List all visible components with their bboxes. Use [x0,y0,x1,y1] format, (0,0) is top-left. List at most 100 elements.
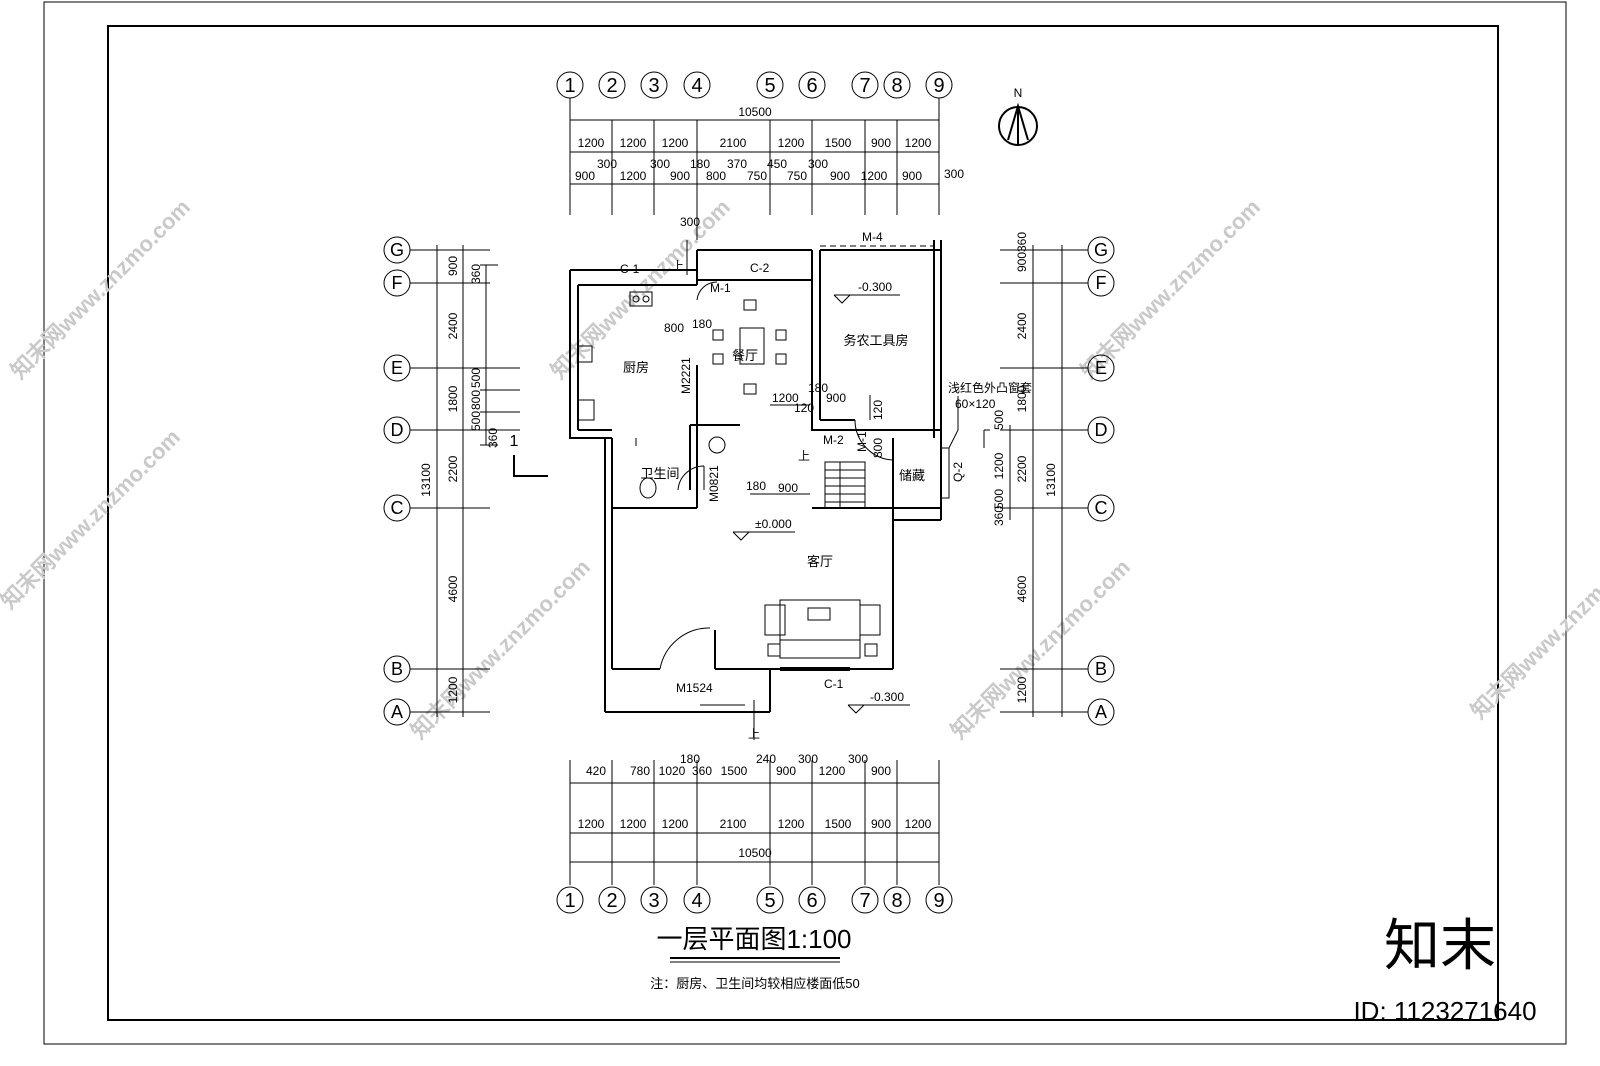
svg-text:±0.000: ±0.000 [755,517,792,531]
svg-text:7: 7 [859,890,870,912]
svg-text:1200: 1200 [578,817,605,831]
right-dimensions: 13100 900 360 2400 1800 2200 4600 1200 5… [992,232,1088,717]
svg-text:300: 300 [597,157,617,171]
svg-text:2: 2 [606,75,617,97]
top-dimensions: 10500 1200 1200 1200 2100 1200 1500 900 … [569,98,964,240]
svg-text:F: F [1096,273,1107,293]
svg-text:上: 上 [798,449,810,463]
bathroom-fixtures [635,436,726,499]
svg-text:浅红色外凸窗套: 浅红色外凸窗套 [948,380,1032,395]
svg-text:M-2: M-2 [823,433,844,447]
annotations: C-1 C-2 M-4 M-1 M-1 M-2 M2221 M0821 M152… [620,230,1032,741]
svg-text:180: 180 [746,479,766,493]
svg-text:360: 360 [692,764,712,778]
svg-text:1200: 1200 [620,169,647,183]
svg-text:1500: 1500 [825,136,852,150]
svg-text:780: 780 [630,764,650,778]
svg-text:M-4: M-4 [862,230,883,244]
svg-text:500: 500 [469,368,483,388]
column-axes-top: 1 2 3 4 5 6 7 8 9 [556,71,953,99]
svg-text:2100: 2100 [720,817,747,831]
svg-text:2100: 2100 [720,136,747,150]
sofa-set [764,599,881,659]
svg-text:1200: 1200 [861,169,888,183]
drawing-title: 一层平面图1:100 [656,924,851,954]
svg-text:1200: 1200 [620,136,647,150]
svg-text:-0.300: -0.300 [858,280,892,294]
svg-text:750: 750 [787,169,807,183]
svg-text:8: 8 [891,890,902,912]
svg-text:420: 420 [586,764,606,778]
svg-text:300: 300 [848,752,868,766]
svg-text:2: 2 [606,890,617,912]
svg-text:1: 1 [510,433,519,450]
svg-text:E: E [391,358,403,378]
outer-border [43,1,1567,1045]
inner-frame [107,25,1499,1021]
svg-text:C: C [391,498,404,518]
kitchen-fixtures [577,291,653,421]
svg-text:300: 300 [798,752,818,766]
bottom-dimensions: 420 780 1020 180 360 1500 240 900 300 12… [569,752,940,885]
svg-text:10500: 10500 [738,846,772,860]
svg-text:M1524: M1524 [676,681,713,695]
svg-text:370: 370 [727,157,747,171]
svg-text:6: 6 [806,75,817,97]
svg-text:C-1: C-1 [824,677,844,691]
north-arrow: N [998,86,1038,146]
svg-text:1500: 1500 [721,764,748,778]
svg-text:1500: 1500 [825,817,852,831]
svg-text:4: 4 [691,75,702,97]
svg-text:2200: 2200 [446,455,460,482]
svg-text:120: 120 [871,400,885,420]
svg-text:900: 900 [670,169,690,183]
svg-text:1200: 1200 [819,764,846,778]
svg-text:1200: 1200 [778,817,805,831]
svg-text:1: 1 [564,75,575,97]
svg-text:1200: 1200 [578,136,605,150]
column-axes-bottom: 1 2 3 4 5 6 7 8 9 [556,886,953,914]
svg-text:3: 3 [648,890,659,912]
svg-text:1200: 1200 [1015,676,1029,703]
svg-text:500: 500 [469,411,483,431]
svg-text:300: 300 [650,157,670,171]
svg-text:1200: 1200 [662,817,689,831]
svg-text:1200: 1200 [992,452,1006,479]
brand-watermark: 知末 [1384,914,1496,977]
svg-text:900: 900 [826,391,846,405]
svg-text:1: 1 [564,890,575,912]
svg-text:300: 300 [944,167,964,181]
svg-text:180: 180 [680,752,700,766]
svg-text:900: 900 [446,256,460,276]
svg-text:A: A [391,702,403,722]
svg-text:D: D [1095,420,1108,440]
svg-text:9: 9 [933,75,944,97]
svg-text:N: N [1014,86,1023,100]
svg-text:360: 360 [486,428,500,448]
svg-text:180: 180 [692,317,712,331]
svg-text:上: 上 [748,727,760,741]
svg-text:上: 上 [672,259,684,273]
svg-text:800: 800 [871,438,885,458]
svg-text:G: G [1094,240,1108,260]
room-bathroom: 卫生间 [640,466,679,481]
svg-text:1200: 1200 [905,136,932,150]
svg-text:750: 750 [747,169,767,183]
building-walls [569,240,942,713]
svg-text:450: 450 [767,157,787,171]
svg-text:360: 360 [469,264,483,284]
svg-text:1200: 1200 [446,676,460,703]
svg-text:1200: 1200 [778,136,805,150]
svg-text:800: 800 [664,321,684,335]
svg-text:10500: 10500 [738,105,772,119]
room-labels: 厨房 餐厅 务农工具房 卫生间 储藏 客厅 [623,333,925,569]
room-kitchen: 厨房 [623,360,649,375]
elevation-marks [686,240,910,740]
svg-text:800: 800 [706,169,726,183]
svg-text:A: A [1095,702,1107,722]
svg-text:6: 6 [806,890,817,912]
svg-text:300: 300 [808,157,828,171]
svg-text:M-1: M-1 [855,431,869,452]
svg-text:-0.300: -0.300 [870,690,904,704]
